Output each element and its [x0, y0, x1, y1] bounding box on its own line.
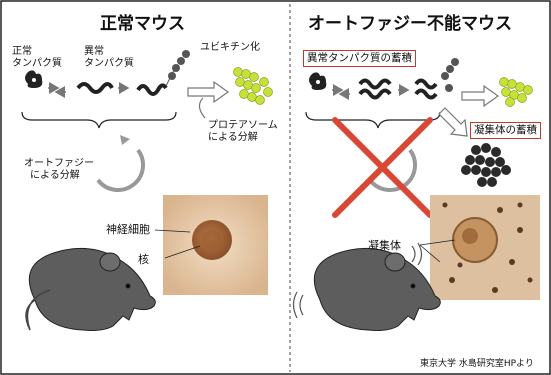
mouse-icon — [26, 248, 155, 330]
autophagy-label-line2: による分解 — [30, 170, 80, 183]
aggregate-accumulation-box: 凝集体の蓄積 — [470, 122, 541, 139]
accumulation-box: 異常タンパク質の蓄積 — [303, 50, 416, 67]
autophagy-cycle-icon — [98, 150, 143, 190]
normal-protein-label-line2: タンパク質 — [12, 58, 62, 71]
left-panel-title: 正常マウス — [100, 14, 185, 35]
proteasome-icon — [234, 68, 273, 105]
accumulated-protein-icon — [360, 81, 390, 98]
arrow-to-aggregate — [439, 108, 467, 136]
mouse-icon — [314, 248, 440, 330]
abnormal-protein-icon — [78, 84, 112, 92]
brace-right — [306, 112, 440, 128]
nucleus-label: 核 — [138, 253, 149, 267]
normal-protein-label-line1: 正常 — [12, 46, 32, 59]
credit-text: 東京大学 水島研究室HPより — [420, 359, 534, 370]
autophagy-arrowhead — [120, 135, 130, 145]
neuron-label: 神経細胞 — [106, 223, 150, 237]
normal-protein-icon — [25, 70, 42, 88]
abnormal-protein-label-line2: タンパク質 — [84, 58, 134, 71]
proteasome-icon — [500, 78, 533, 107]
arrow-to-proteasome — [188, 82, 228, 102]
proteasome-label-line1: プロテアソーム — [208, 120, 278, 133]
ubiquitination-label: ユビキチン化 — [200, 42, 260, 55]
aggregate-icon — [461, 143, 511, 187]
aggregate-label: 凝集体 — [368, 239, 401, 253]
normal-protein-icon — [309, 72, 326, 90]
autophagy-label-line1: オートファジー — [24, 158, 94, 171]
brace-left — [22, 112, 176, 128]
abnormal-protein-label-line1: 異常 — [84, 46, 104, 59]
pointer-line — [199, 98, 205, 118]
ubiquitinated-protein-icon — [416, 58, 459, 98]
arrow-to-proteasome — [462, 86, 498, 106]
ubiquitinated-protein-icon — [138, 50, 190, 94]
right-panel-title: オートファジー不能マウス — [308, 14, 512, 35]
proteasome-label-line2: による分解 — [208, 132, 258, 145]
